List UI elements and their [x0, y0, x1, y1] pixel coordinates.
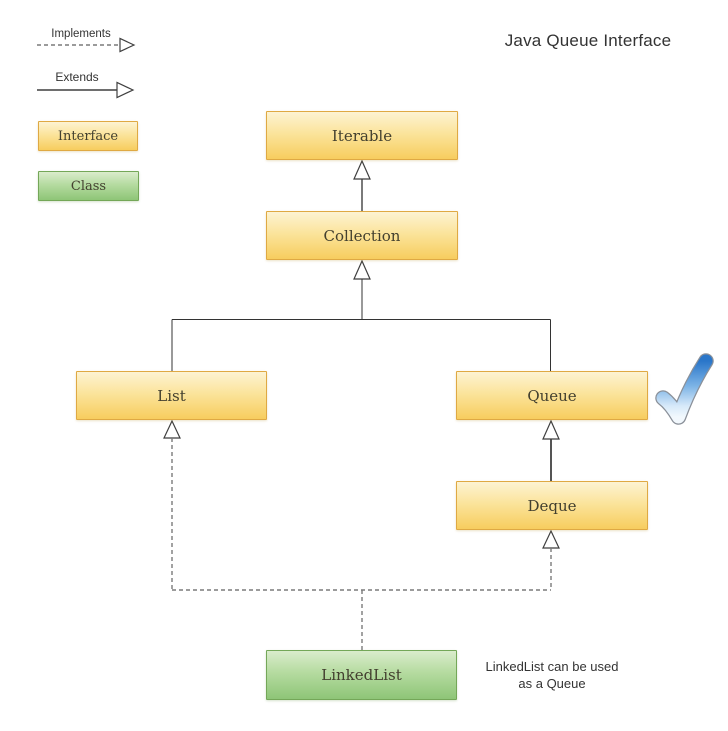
legend-class-swatch: Class: [38, 171, 139, 201]
node-collection: Collection: [266, 211, 458, 260]
page-title: Java Queue Interface: [504, 31, 672, 50]
annotation-line2: as a Queue: [518, 676, 586, 691]
checkmark-icon: [655, 353, 714, 425]
node-linkedlist: LinkedList: [266, 650, 457, 700]
annotation-line1: LinkedList can be used: [485, 659, 619, 674]
extends-arrow-collection-to-iterable: [353, 159, 371, 211]
node-iterable: Iterable: [266, 111, 458, 160]
implements-arrow-linkedlist-to-list: [163, 419, 181, 590]
implements-bus-lines: [172, 589, 551, 650]
extends-arrow-deque-to-queue: [542, 419, 560, 481]
legend-implements-arrow: [37, 37, 136, 53]
legend-interface-swatch: Interface: [38, 121, 138, 151]
legend-implements-label: Implements: [51, 28, 111, 40]
annotation-text: LinkedList can be used as a Queue: [466, 658, 638, 692]
implements-arrow-linkedlist-to-deque: [542, 529, 560, 590]
legend-extends-arrow: [37, 81, 135, 99]
extends-tree-list-queue-to-collection: [171, 259, 551, 371]
node-deque: Deque: [456, 481, 648, 530]
node-list: List: [76, 371, 267, 420]
legend-extends-label: Extends: [55, 70, 99, 84]
node-queue: Queue: [456, 371, 648, 420]
